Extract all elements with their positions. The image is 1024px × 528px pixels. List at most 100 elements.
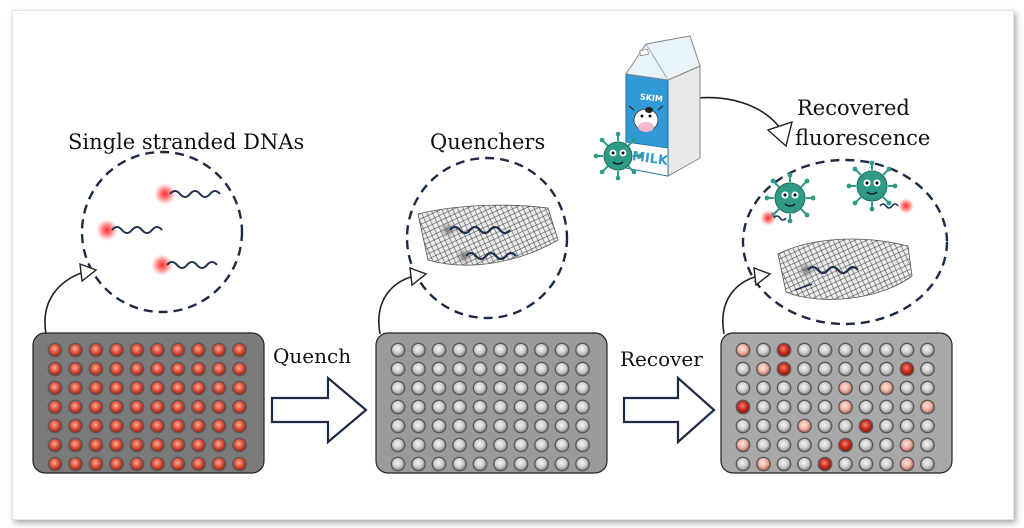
well — [392, 439, 404, 451]
well — [151, 439, 164, 451]
well — [798, 363, 811, 375]
well — [556, 344, 568, 356]
well — [49, 401, 61, 413]
well — [131, 420, 143, 432]
well — [515, 458, 527, 470]
recovered-label-line1: Recovered — [797, 96, 910, 120]
recover-arrow — [622, 375, 716, 445]
well — [921, 344, 934, 356]
well — [233, 439, 246, 451]
well — [901, 401, 913, 413]
well — [233, 382, 246, 394]
well — [233, 344, 246, 356]
plate-ssdna-wells — [47, 342, 247, 472]
well — [556, 363, 568, 375]
well — [535, 439, 548, 451]
well — [921, 363, 934, 375]
well — [737, 420, 749, 432]
well — [392, 363, 404, 375]
well — [535, 363, 548, 375]
well — [453, 439, 466, 451]
zoom-circle-recovered — [741, 158, 949, 326]
virus-icon — [593, 131, 643, 181]
well — [172, 401, 184, 413]
well — [798, 420, 811, 432]
plate-ssdna — [32, 332, 265, 474]
well — [901, 439, 913, 451]
well — [576, 458, 589, 470]
well — [576, 420, 589, 432]
well — [757, 382, 770, 394]
well — [172, 344, 184, 356]
well — [474, 363, 486, 375]
well — [860, 344, 872, 356]
milk-to-fluorescence-arrow — [696, 96, 793, 148]
well — [233, 363, 246, 375]
well — [131, 344, 143, 356]
well — [880, 382, 893, 394]
well — [90, 382, 102, 394]
well — [151, 420, 164, 432]
well — [757, 363, 770, 375]
well — [778, 458, 790, 470]
well — [921, 420, 934, 432]
well — [778, 439, 790, 451]
well — [453, 458, 466, 470]
well — [453, 420, 466, 432]
well — [860, 382, 872, 394]
well — [778, 363, 790, 375]
well — [474, 439, 486, 451]
well — [839, 458, 852, 470]
well — [535, 458, 548, 470]
well — [151, 458, 164, 470]
well — [213, 363, 225, 375]
well — [737, 382, 749, 394]
well — [233, 458, 246, 470]
well — [880, 420, 893, 432]
well — [110, 363, 123, 375]
well — [49, 458, 61, 470]
well — [172, 382, 184, 394]
well — [90, 363, 102, 375]
well — [860, 439, 872, 451]
well — [213, 401, 225, 413]
well — [392, 382, 404, 394]
well — [515, 420, 527, 432]
well — [192, 439, 205, 451]
well — [535, 401, 548, 413]
well — [110, 401, 123, 413]
well — [798, 382, 811, 394]
well — [433, 363, 445, 375]
well — [131, 363, 143, 375]
well — [576, 363, 589, 375]
well — [880, 439, 893, 451]
well — [110, 382, 123, 394]
well — [839, 420, 852, 432]
well — [921, 401, 934, 413]
well — [494, 382, 507, 394]
well — [49, 363, 61, 375]
well — [412, 458, 425, 470]
well — [49, 439, 61, 451]
well — [860, 363, 872, 375]
ssdna-strand-2 — [96, 219, 163, 241]
well — [515, 401, 527, 413]
well — [90, 420, 102, 432]
well — [737, 401, 749, 413]
well — [819, 420, 831, 432]
well — [213, 439, 225, 451]
well — [757, 439, 770, 451]
well — [412, 382, 425, 394]
well — [213, 458, 225, 470]
well — [798, 458, 811, 470]
well — [69, 458, 82, 470]
well — [69, 363, 82, 375]
well — [69, 420, 82, 432]
well — [213, 344, 225, 356]
well — [819, 439, 831, 451]
well — [757, 420, 770, 432]
well — [412, 363, 425, 375]
well — [921, 439, 934, 451]
well — [819, 401, 831, 413]
